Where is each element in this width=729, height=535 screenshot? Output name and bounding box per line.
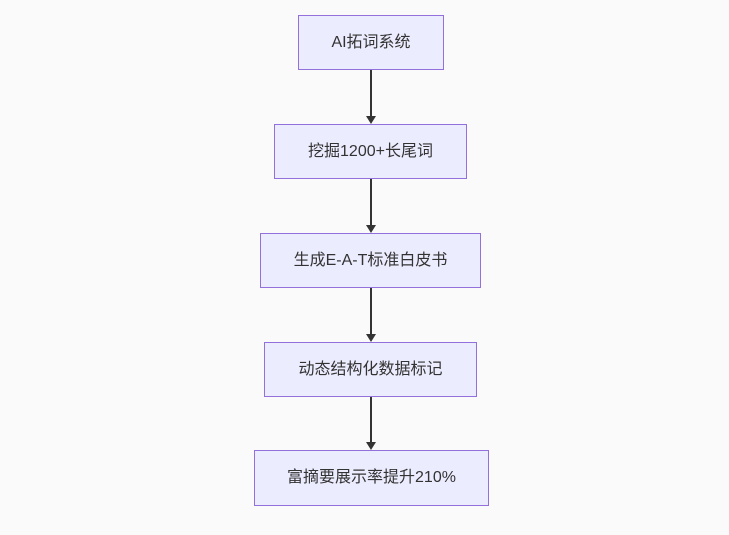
- flow-arrow-2: [366, 179, 376, 233]
- arrowhead-down-icon: [366, 116, 376, 124]
- flow-arrow-1: [366, 70, 376, 124]
- flowchart-node-dynamic-structured-data-markup: 动态结构化数据标记: [264, 342, 477, 397]
- flowchart-node-rich-snippet-rate-increase: 富摘要展示率提升210%: [254, 450, 489, 506]
- flow-arrow-4: [366, 397, 376, 450]
- arrowhead-down-icon: [366, 442, 376, 450]
- flowchart-node-ai-word-expansion-system: AI拓词系统: [298, 15, 444, 70]
- flow-arrow-3: [366, 288, 376, 342]
- arrowhead-down-icon: [366, 225, 376, 233]
- flowchart-node-generate-eat-whitepaper: 生成E-A-T标准白皮书: [260, 233, 481, 288]
- flowchart-node-mine-longtail-keywords: 挖掘1200+长尾词: [274, 124, 467, 179]
- arrowhead-down-icon: [366, 334, 376, 342]
